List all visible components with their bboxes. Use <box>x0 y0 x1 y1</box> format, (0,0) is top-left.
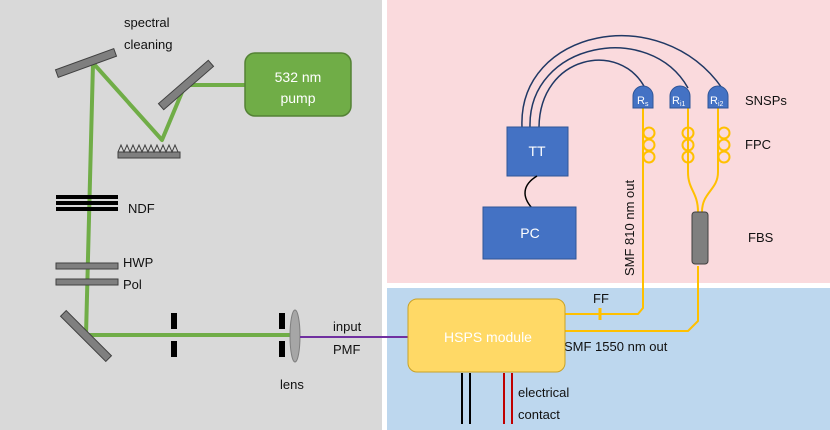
ri2-label: R <box>710 95 718 107</box>
fiber-beam-splitter <box>691 211 709 265</box>
ndf-filter <box>56 195 118 211</box>
ff-label: FF <box>593 291 609 306</box>
coupling-lens <box>289 309 301 363</box>
rs-subscript: s <box>645 101 649 108</box>
ri2-subscript: i2 <box>718 101 724 108</box>
pump-label: 532 nm <box>275 69 322 85</box>
cleaning-mirror-right <box>157 59 215 111</box>
time-tagger-box <box>506 126 569 177</box>
aperture-1 <box>171 313 177 357</box>
electrical-contact-label-2: contact <box>518 407 560 422</box>
detector-ri2: Ri2 <box>707 85 729 109</box>
svg-text:Rs: Rs <box>637 95 649 108</box>
spectral-cleaning-label: spectral <box>124 15 170 30</box>
svg-text:Ri2: Ri2 <box>710 95 724 108</box>
diffraction-grating <box>117 143 181 159</box>
pol-label: Pol <box>123 277 142 292</box>
ri1-subscript: i1 <box>680 101 686 108</box>
smf-810-label: SMF 810 nm out <box>622 180 637 276</box>
rs-label: R <box>637 95 645 107</box>
pump-laser-box <box>244 52 352 117</box>
cleaning-mirror-left <box>54 47 118 79</box>
ri1-label: R <box>672 95 680 107</box>
half-wave-plate <box>55 262 119 270</box>
detection-panel <box>387 0 830 283</box>
pump-label-2: pump <box>280 90 315 106</box>
aperture-2 <box>279 313 285 357</box>
fpc-label: FPC <box>745 137 771 152</box>
polarizer <box>55 278 119 286</box>
lens-label: lens <box>280 377 304 392</box>
input-label: input <box>333 319 362 334</box>
fiber-polarization-controllers <box>642 126 731 164</box>
pc-label: PC <box>520 225 539 241</box>
pmf-label: PMF <box>333 342 361 357</box>
fbs-label: FBS <box>748 230 774 245</box>
svg-text:Ri1: Ri1 <box>672 95 686 108</box>
pc-box <box>482 206 577 260</box>
electrical-contact-label: electrical <box>518 385 569 400</box>
hsps-module-label: HSPS module <box>444 329 532 345</box>
pump-beam <box>84 61 290 337</box>
fold-mirror <box>59 309 113 363</box>
detector-rs: Rs <box>632 85 654 109</box>
tt-pc-cable <box>524 175 538 209</box>
hsps-module-box <box>407 298 566 373</box>
tt-label: TT <box>528 143 546 159</box>
electrical-wires <box>461 373 513 424</box>
detector-cables <box>521 35 723 128</box>
detector-ri1: Ri1 <box>669 85 691 109</box>
ndf-label: NDF <box>128 201 155 216</box>
hwp-label: HWP <box>123 255 153 270</box>
snsps-label: SNSPs <box>745 93 787 108</box>
smf-1550-label: SMF 1550 nm out <box>564 339 668 354</box>
spectral-cleaning-label-2: cleaning <box>124 37 172 52</box>
